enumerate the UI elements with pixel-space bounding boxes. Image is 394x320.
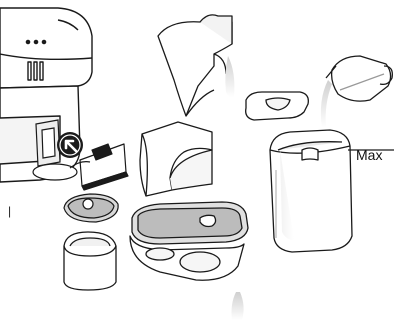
filter-disc: [64, 194, 118, 222]
tick-mark: |: [8, 204, 11, 218]
funnel-piece: [158, 15, 232, 116]
water-stream-top: [225, 56, 234, 97]
arrow-circle-icon: [57, 132, 83, 158]
splash-shield: [140, 122, 212, 196]
water-tank: [270, 130, 352, 252]
grill-tray: [130, 202, 248, 280]
water-stream-pitcher: [321, 80, 332, 128]
water-pitcher: [326, 56, 392, 101]
filter-cup: [64, 232, 116, 290]
max-level-label: Max: [356, 147, 382, 163]
water-stream-bottom: [232, 292, 244, 320]
tank-lid: [246, 92, 309, 120]
